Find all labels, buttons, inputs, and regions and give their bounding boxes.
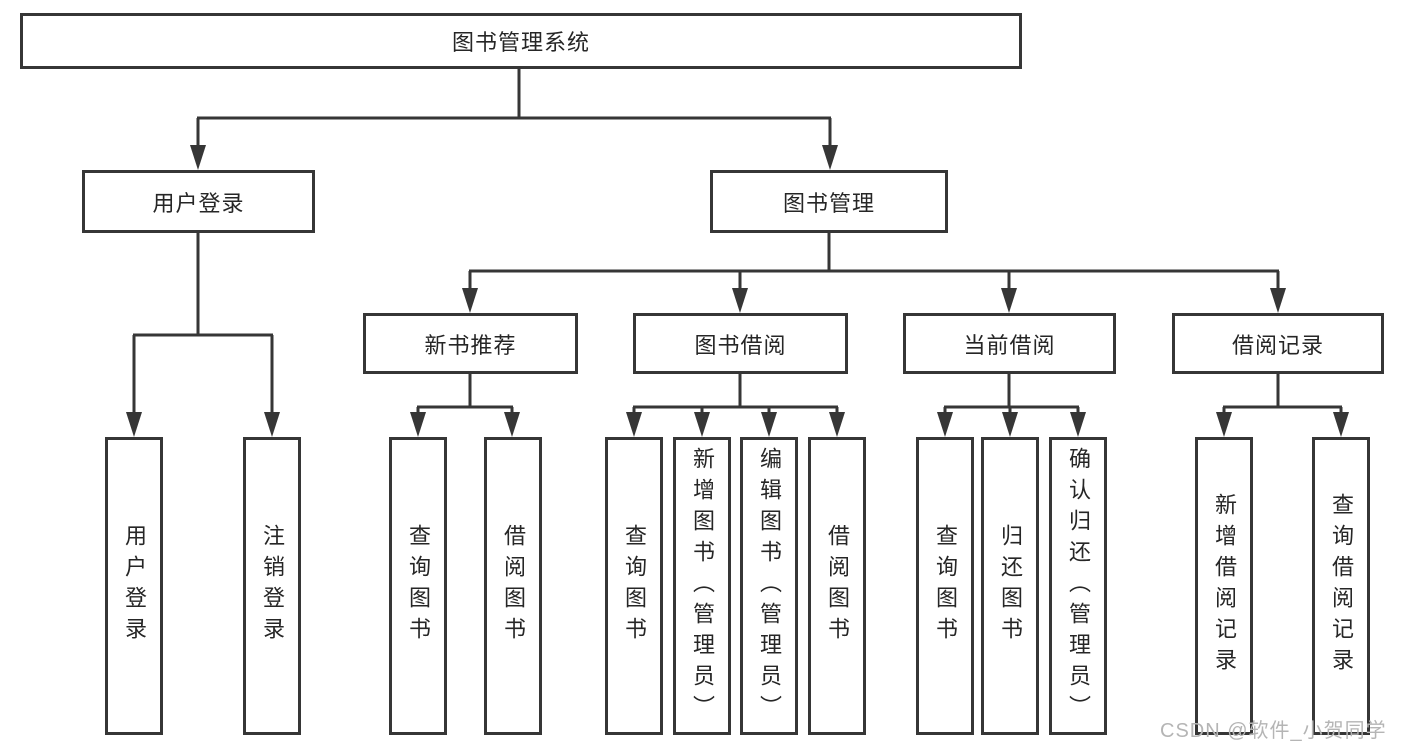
leaf-query-borrow-record: 查询借阅记录 [1312, 437, 1370, 735]
node-user-login: 用户登录 [82, 170, 315, 233]
leaf-return-books: 归还图书 [981, 437, 1039, 735]
node-root-library-management-system: 图书管理系统 [20, 13, 1022, 69]
leaf-query-books-borrow: 查询图书 [605, 437, 663, 735]
leaf-user-login: 用户登录 [105, 437, 163, 735]
node-label: 借阅图书 [501, 524, 526, 648]
leaf-borrow-books: 借阅图书 [808, 437, 866, 735]
node-label: 借阅图书 [825, 524, 850, 648]
node-label: 归还图书 [998, 524, 1023, 648]
node-borrowing-records: 借阅记录 [1172, 313, 1384, 374]
leaf-confirm-return-admin: 确认归还（管理员） [1049, 437, 1107, 735]
leaf-add-books-admin: 新增图书（管理员） [673, 437, 731, 735]
node-label: 图书管理 [782, 190, 875, 216]
leaf-query-books-recommend: 查询图书 [389, 437, 447, 735]
node-label: 新书推荐 [424, 332, 517, 358]
node-new-book-recommendation: 新书推荐 [363, 313, 578, 374]
node-label: 图书借阅 [694, 332, 787, 358]
node-label: 注销登录 [260, 524, 285, 648]
arrowheads [126, 145, 1349, 437]
node-label: 编辑图书（管理员） [757, 446, 782, 726]
leaf-borrow-books-recommend: 借阅图书 [484, 437, 542, 735]
node-label: 查询图书 [933, 524, 958, 648]
node-label: 查询图书 [406, 524, 431, 648]
node-label: 用户登录 [122, 524, 147, 648]
node-current-borrowing: 当前借阅 [903, 313, 1116, 374]
node-label: 查询借阅记录 [1329, 493, 1354, 679]
node-label: 当前借阅 [963, 332, 1056, 358]
node-label: 图书管理系统 [451, 30, 590, 55]
node-label: 借阅记录 [1231, 332, 1324, 358]
leaf-logout: 注销登录 [243, 437, 301, 735]
node-book-borrowing: 图书借阅 [633, 313, 848, 374]
leaf-query-books-current: 查询图书 [916, 437, 974, 735]
node-label: 用户登录 [152, 190, 245, 216]
node-label: 查询图书 [622, 524, 647, 648]
csdn-watermark: CSDN @软件_小贺同学 [1160, 720, 1387, 742]
leaf-add-borrow-record: 新增借阅记录 [1195, 437, 1253, 735]
leaf-edit-books-admin: 编辑图书（管理员） [740, 437, 798, 735]
node-book-management: 图书管理 [710, 170, 948, 233]
node-label: 新增图书（管理员） [690, 446, 715, 726]
node-label: 新增借阅记录 [1212, 493, 1237, 679]
node-label: 确认归还（管理员） [1066, 446, 1091, 726]
